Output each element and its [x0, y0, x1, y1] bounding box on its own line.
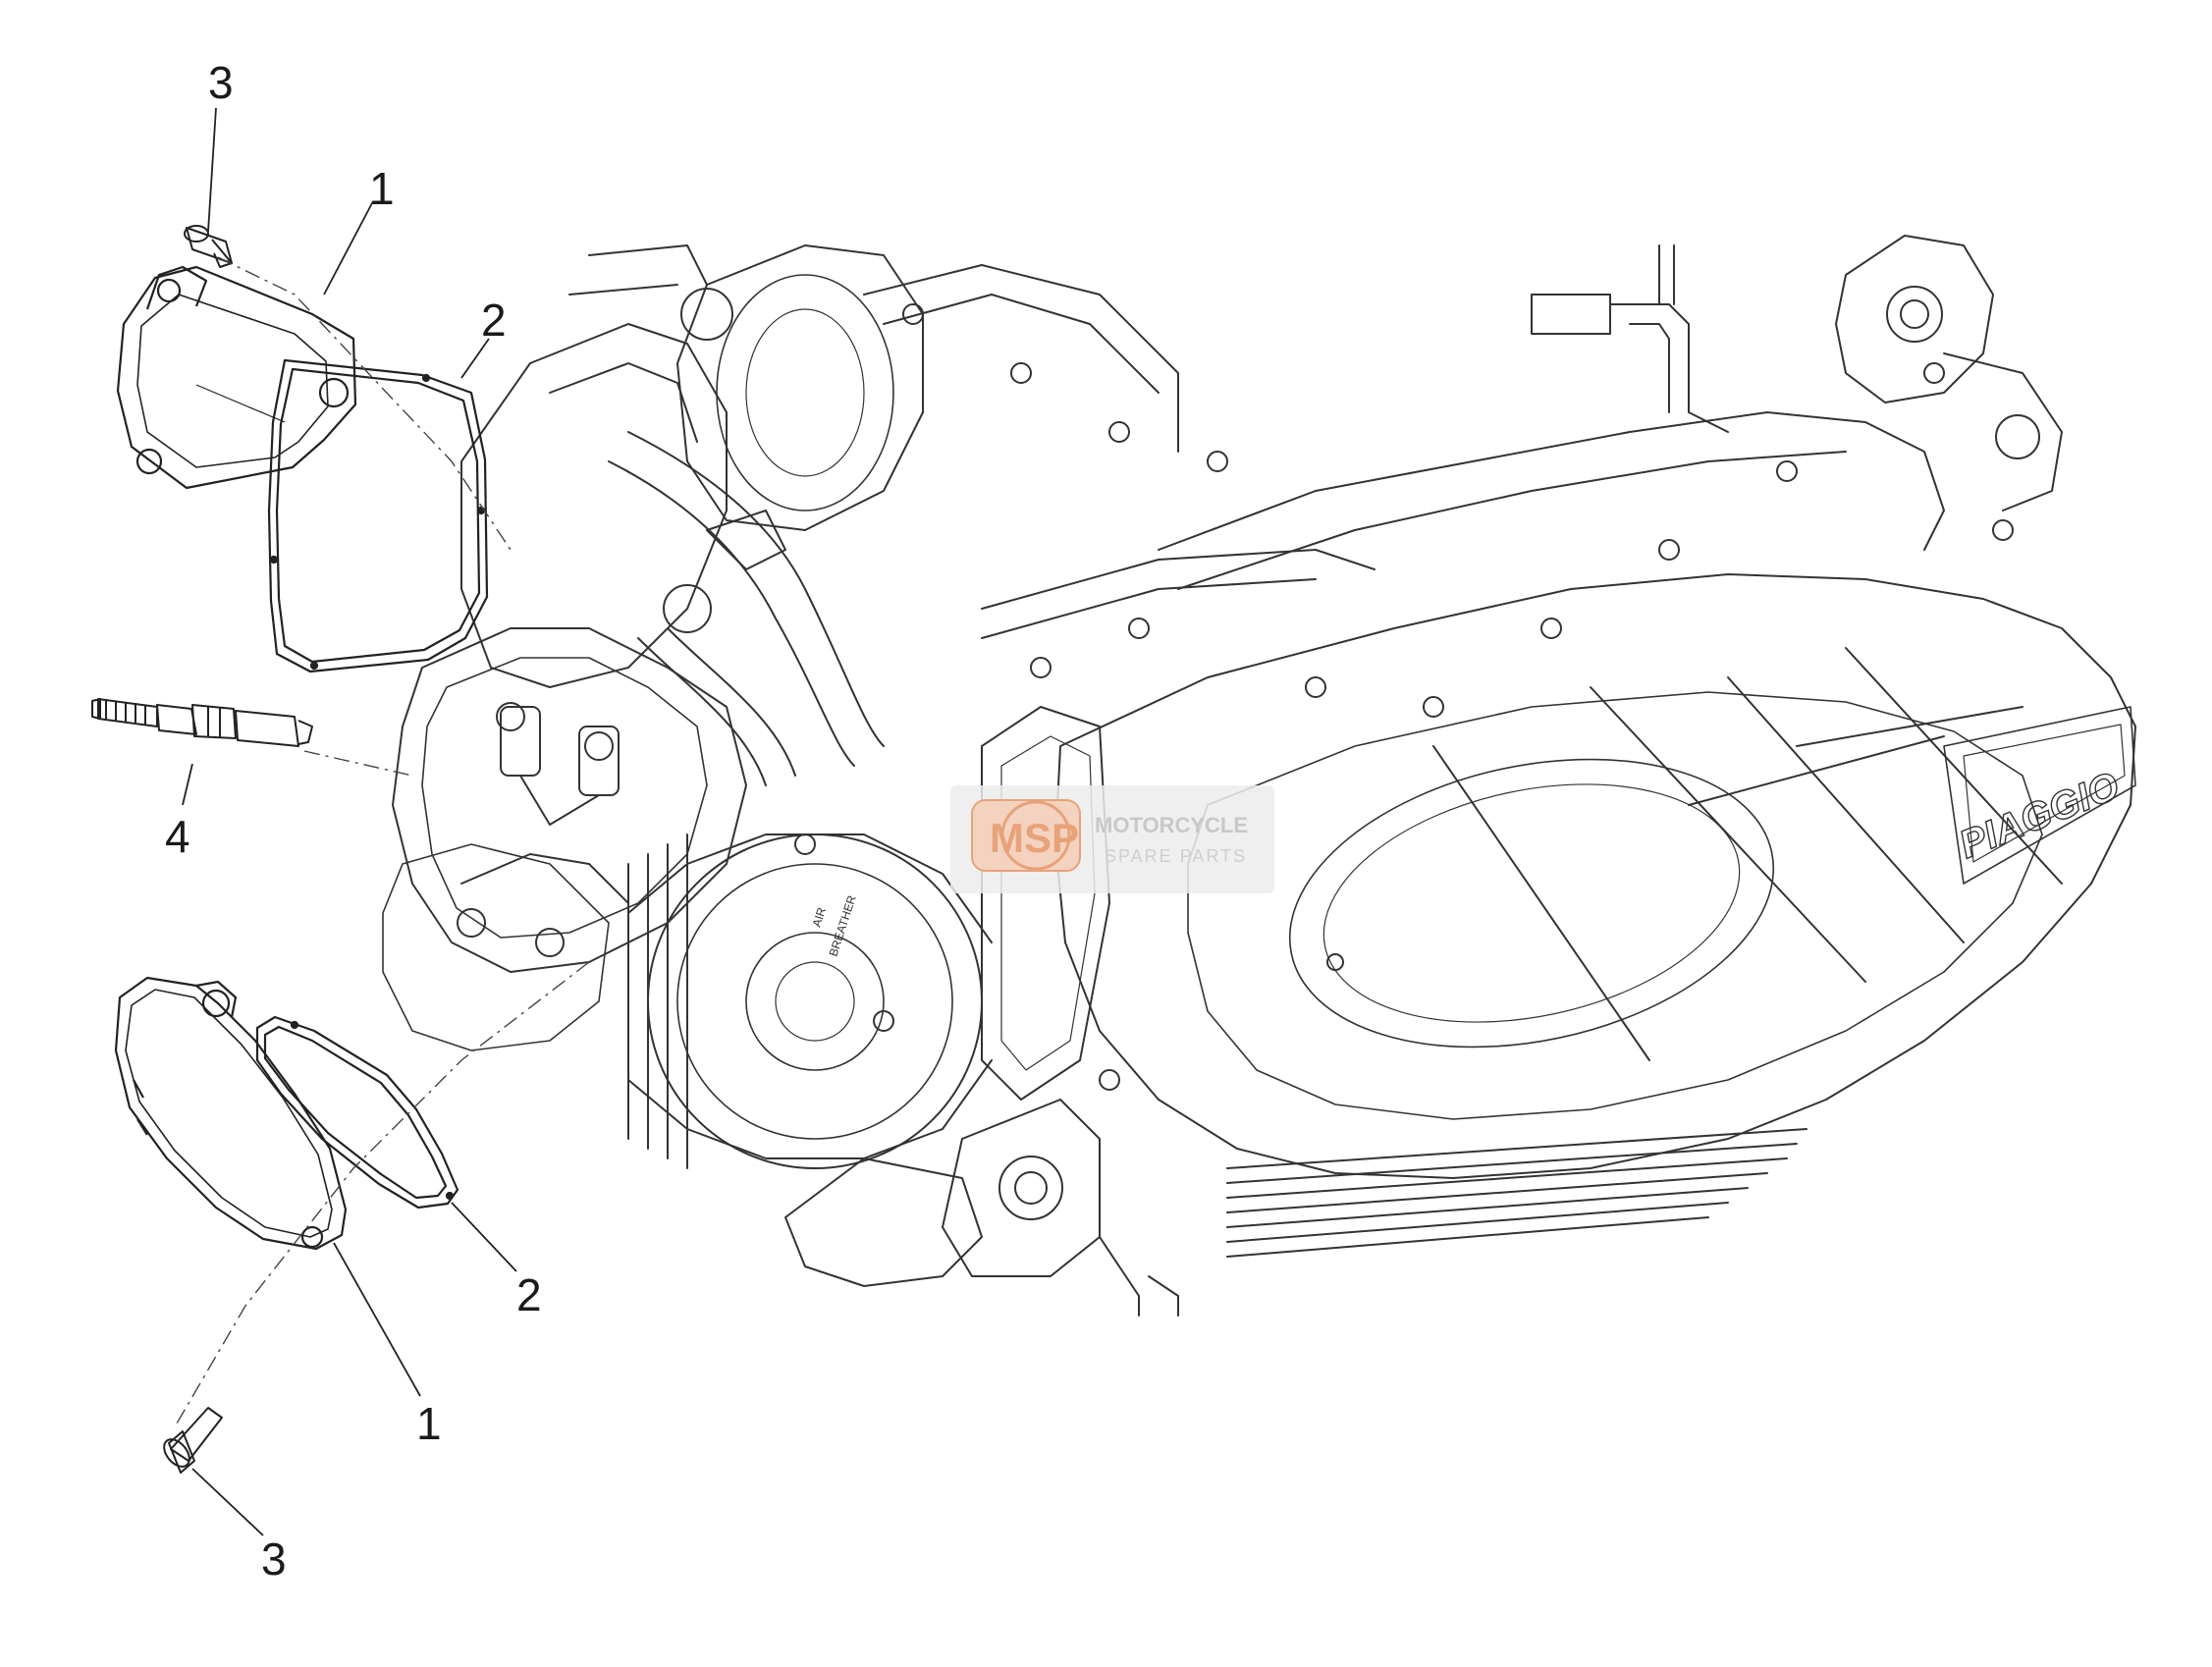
leader-4 — [182, 763, 193, 806]
watermark-line1: MOTORCYCLE — [1095, 813, 1248, 837]
leader-2-upper — [460, 338, 490, 379]
gasket-lower — [255, 1015, 459, 1210]
leader-2-lower — [451, 1202, 517, 1272]
gasket-upper — [267, 358, 489, 673]
callout-label: 3 — [208, 57, 234, 108]
air-breather-label-line2: BREATHER — [827, 893, 859, 958]
callout-label: 4 — [165, 811, 190, 862]
leader-lines — [182, 107, 517, 1536]
head-cover-lower — [114, 976, 348, 1251]
callout-label: 2 — [481, 295, 507, 346]
watermark-logo-badge — [971, 799, 1081, 872]
leader-1-upper — [323, 200, 374, 296]
callout-label: 2 — [516, 1269, 542, 1320]
assembly-guide-lines — [176, 256, 590, 1425]
engine-brand-label: PIAGGIO — [1953, 764, 2125, 867]
bolt-upper — [184, 225, 233, 268]
leader-3-lower — [191, 1468, 264, 1536]
watermark-globe-icon — [1000, 800, 1071, 871]
callout-label: 3 — [261, 1533, 287, 1585]
callout-label: 1 — [416, 1398, 442, 1449]
leader-1-lower — [333, 1242, 421, 1397]
bolt-lower — [163, 1407, 223, 1474]
watermark: MSP MOTORCYCLE SPARE PARTS — [950, 785, 1274, 893]
head-cover-upper — [116, 265, 357, 490]
watermark-logo-text: MSP — [990, 815, 1079, 861]
watermark-line2: SPARE PARTS — [1105, 846, 1247, 866]
engine-assembly — [382, 235, 2136, 1317]
callout-labels: 1 2 3 4 2 1 3 — [165, 57, 542, 1585]
leader-3-upper — [207, 107, 217, 233]
spark-plug — [91, 698, 313, 747]
air-breather-label-line1: AIR — [810, 905, 830, 929]
callout-label: 1 — [369, 163, 395, 214]
